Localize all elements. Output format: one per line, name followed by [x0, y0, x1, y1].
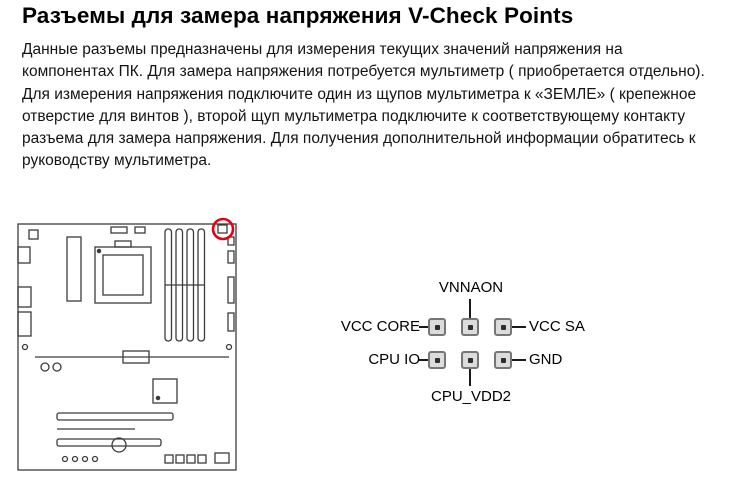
motherboard-outline-group [17, 223, 237, 471]
page-title: Разъемы для замера напряжения V-Check Po… [22, 3, 574, 28]
pin-label-cpu-vdd2: CPU_VDD2 [430, 388, 512, 405]
pcie-slots [56, 412, 174, 447]
pin-dot [467, 357, 473, 363]
board-outline [17, 223, 237, 471]
pin-cpu-vdd2 [461, 351, 479, 369]
body-text: Данные разъемы предназначены для измерен… [22, 41, 705, 170]
cpu-socket [94, 240, 152, 304]
vcheck-location-highlight-circle [211, 217, 235, 241]
vcheck-points-component [217, 224, 228, 234]
ram-slots [164, 228, 206, 342]
connector-line-cpu-io [419, 359, 428, 361]
pin-dot [434, 357, 440, 363]
pin-dot [467, 324, 473, 330]
connector-line-gnd [512, 359, 526, 361]
connector-line-cpu-vdd2 [469, 369, 471, 386]
pin-vcc-sa [494, 318, 512, 336]
pin-vnnaon [461, 318, 479, 336]
pin-dot [500, 357, 506, 363]
pin-cpu-io [428, 351, 446, 369]
connector-line-vnnaon [469, 299, 471, 318]
pin-gnd [494, 351, 512, 369]
pin-dot [434, 324, 440, 330]
pin-label-gnd: GND [529, 351, 563, 368]
cmos-battery [111, 437, 127, 453]
pin-label-vnnaon: VNNAON [438, 279, 504, 296]
motherboard-svg [17, 217, 237, 471]
pin-dot [500, 324, 506, 330]
pin-label-vcc-sa: VCC SA [529, 318, 585, 335]
connector-line-vcc-sa [512, 326, 526, 328]
motherboard-diagram [15, 217, 241, 477]
pin-label-vcc-core: VCC CORE [340, 318, 420, 335]
pin-label-cpu-io: CPU IO [368, 351, 420, 368]
pin-vcc-core [428, 318, 446, 336]
connector-line-vcc-core [419, 326, 428, 328]
chipset [152, 378, 178, 404]
